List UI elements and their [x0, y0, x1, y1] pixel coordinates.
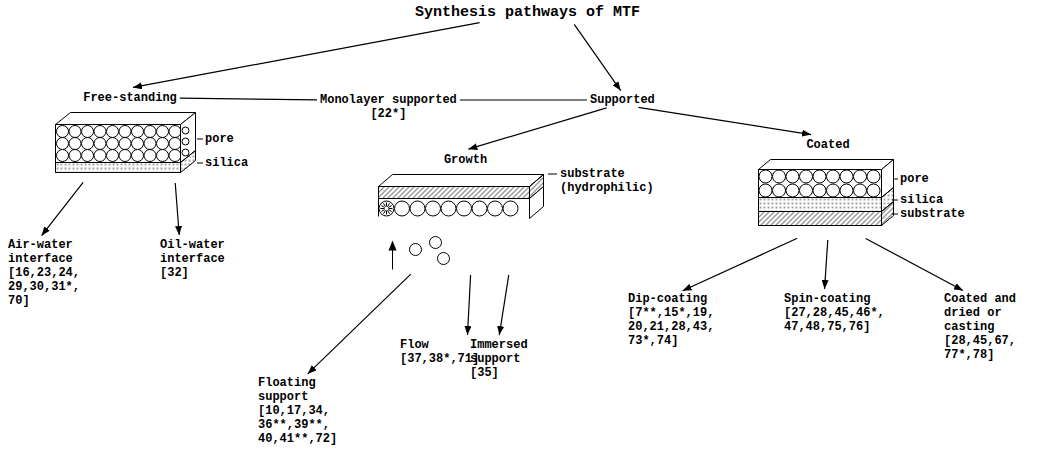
- method-reference: Coated and dried or casting [28,45,67, 7…: [944, 292, 1016, 362]
- node-text: Supported: [590, 93, 655, 107]
- label-ticks: [197, 139, 898, 214]
- method-reference: Immersed support [35]: [470, 338, 528, 380]
- node-text: Floating support [10,17,34, 36**,39**, 4…: [258, 376, 337, 446]
- part-label: substrate (hydrophilic): [560, 167, 654, 195]
- flow-arrow: [638, 107, 811, 134]
- node-text: Monolayer supported [22*]: [320, 93, 457, 121]
- part-label: silica: [900, 193, 943, 207]
- node-text: Free-standing: [83, 91, 177, 105]
- node-text: Flow [37,38*,71]: [400, 338, 479, 366]
- branch-heading: Growth: [378, 150, 553, 272]
- node-text: Spin-coating [27,28,45,46*, 47,48,75,76]: [784, 292, 885, 334]
- flow-arrow: [683, 238, 798, 291]
- part-label: pore: [900, 172, 929, 186]
- flow-arrow: [467, 275, 470, 335]
- flow-arrow: [499, 275, 509, 335]
- film-illustration: [55, 110, 205, 180]
- flow-arrow: [574, 24, 620, 90]
- method-reference: Air-water interface [16,23,24, 29,30,31*…: [8, 238, 87, 308]
- branch-heading: Free-standing: [55, 88, 205, 180]
- part-label: silica: [205, 156, 248, 170]
- flow-arrow: [42, 182, 84, 235]
- flow-arrow: [468, 108, 606, 149]
- node-text: Growth: [444, 153, 487, 167]
- node-text: Air-water interface [16,23,24, 29,30,31*…: [8, 238, 87, 308]
- diagram-title: Synthesis pathways of MTF: [415, 4, 640, 22]
- node-text: Dip-coating [7**,15*,19, 20,21,28,43, 73…: [628, 292, 714, 348]
- link-line: [460, 99, 587, 100]
- flow-arrow: [825, 240, 828, 289]
- link-note: Monolayer supported [22*]: [320, 93, 457, 121]
- method-reference: Spin-coating [27,28,45,46*, 47,48,75,76]: [784, 292, 885, 334]
- node-text: Coated: [806, 138, 849, 152]
- flow-arrow: [308, 274, 411, 374]
- branch-heading: Supported: [590, 93, 655, 107]
- link-line: [180, 98, 317, 100]
- node-text: Coated and dried or casting [28,45,67, 7…: [944, 292, 1016, 362]
- method-reference: Oil-water interface [32]: [160, 238, 225, 280]
- flow-arrow: [866, 238, 963, 290]
- part-label: pore: [205, 132, 234, 146]
- flow-arrow: [175, 183, 179, 235]
- title-node: Synthesis pathways of MTF: [415, 4, 640, 22]
- node-text: Oil-water interface [32]: [160, 238, 225, 280]
- node-text: Immersed support [35]: [470, 338, 528, 380]
- film-illustration: [758, 157, 898, 237]
- method-reference: Dip-coating [7**,15*,19, 20,21,28,43, 73…: [628, 292, 714, 348]
- flow-arrow: [133, 23, 480, 88]
- method-reference: Floating support [10,17,34, 36**,39**, 4…: [258, 376, 337, 446]
- part-label: substrate: [900, 207, 965, 221]
- method-reference: Flow [37,38*,71]: [400, 338, 479, 366]
- film-illustration: [378, 172, 553, 272]
- branch-heading: Coated: [758, 135, 898, 237]
